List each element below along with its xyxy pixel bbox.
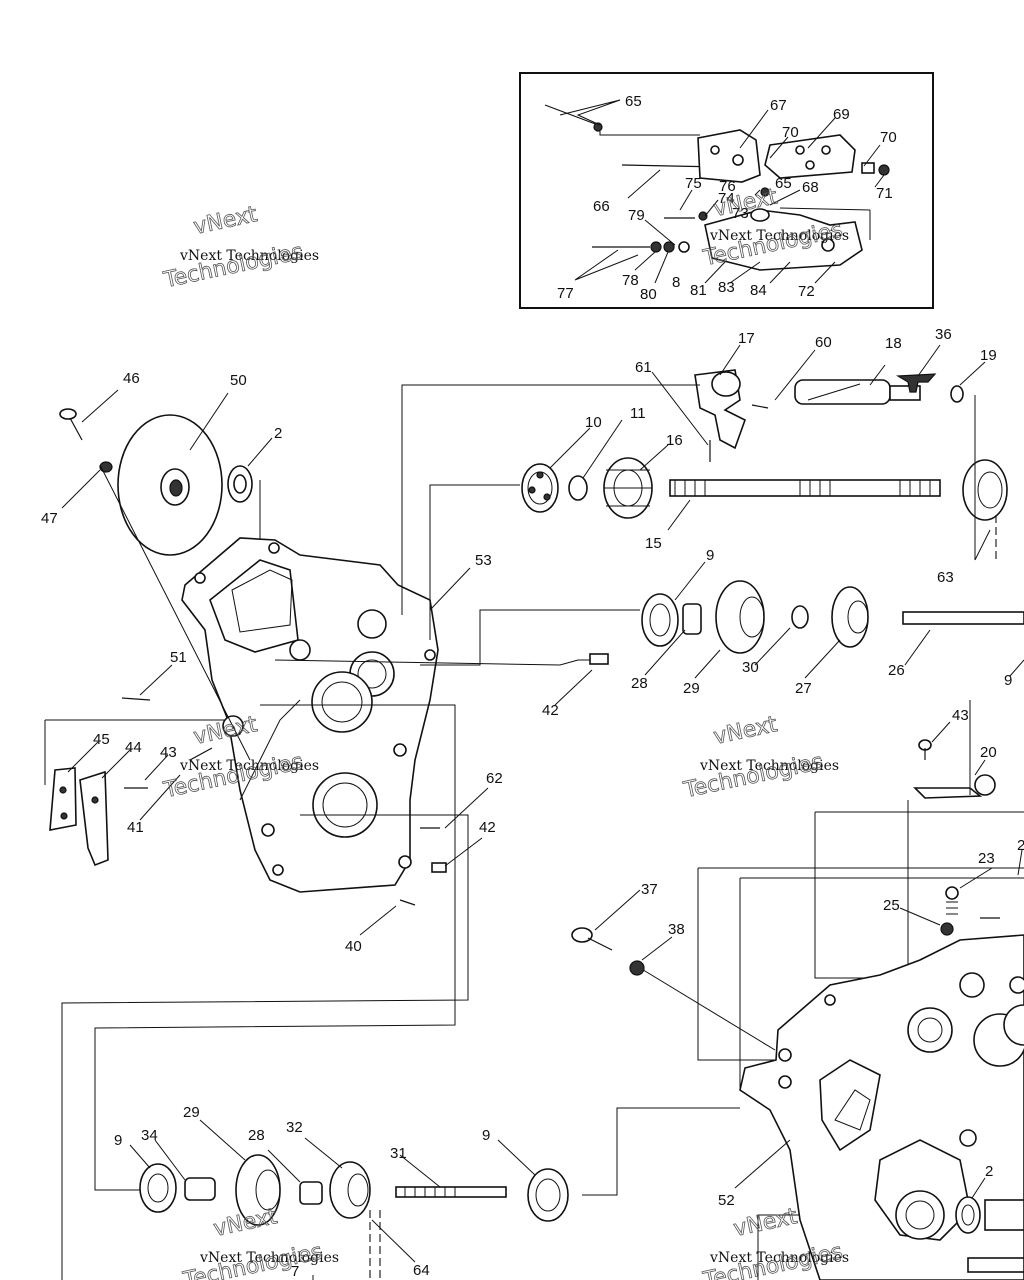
callout-41: 41	[127, 819, 144, 836]
callout-29b: 29	[183, 1104, 200, 1121]
callout-81: 81	[690, 282, 707, 299]
callout-7: 7	[291, 1263, 299, 1280]
inset-detail-box	[519, 72, 934, 309]
callout-19: 19	[980, 347, 997, 364]
callout-46: 46	[123, 370, 140, 387]
callout-36: 36	[935, 326, 952, 343]
bolt-46	[59, 408, 113, 473]
callout-75: 75	[685, 175, 702, 192]
callout-20: 20	[980, 744, 997, 761]
callout-31: 31	[390, 1145, 407, 1162]
callout-10: 10	[585, 414, 602, 431]
bolt-37	[571, 927, 645, 976]
callout-28a: 28	[631, 675, 648, 692]
watermark-small: vNext Technologies	[699, 758, 839, 774]
callout-42a: 42	[542, 702, 559, 719]
callout-34: 34	[141, 1127, 158, 1144]
callout-29a: 29	[683, 680, 700, 697]
callout-18: 18	[885, 335, 902, 352]
callout-38: 38	[668, 921, 685, 938]
watermark-small: vNext Technologies	[179, 248, 319, 264]
callout-52: 52	[718, 1192, 735, 1209]
callout-80: 80	[640, 286, 657, 303]
callout-62: 62	[486, 770, 503, 787]
callout-69: 69	[833, 106, 850, 123]
watermark-small: vNext Technologies	[179, 758, 319, 774]
watermark-outline-top: vNext	[711, 712, 779, 750]
watermark-outline-top: vNext	[191, 202, 259, 240]
callout-66: 66	[593, 198, 610, 215]
cover-plate-50	[117, 414, 223, 556]
callout-25: 25	[883, 897, 900, 914]
callout-43b: 43	[160, 744, 177, 761]
callout-70a: 70	[782, 124, 799, 141]
watermark-outline-top: vNext	[731, 1204, 799, 1242]
callout-45: 45	[93, 731, 110, 748]
callout-16: 16	[666, 432, 683, 449]
callout-9c: 9	[114, 1132, 122, 1149]
callout-11: 11	[630, 405, 646, 422]
callout-79: 79	[628, 207, 645, 224]
callout-65b: 65	[775, 175, 792, 192]
callout-63: 63	[937, 569, 954, 586]
bracket-20	[913, 700, 996, 799]
callout-43a: 43	[952, 707, 969, 724]
leader-lines	[61, 99, 1024, 1263]
callout-74: 74	[718, 190, 735, 207]
callout-65a: 65	[625, 93, 642, 110]
watermark-small: vNext Technologies	[199, 1250, 339, 1266]
callout-73: 73	[732, 205, 749, 222]
callout-8: 8	[672, 274, 680, 291]
callout-70b: 70	[880, 129, 897, 146]
callout-26: 26	[888, 662, 905, 679]
left-case-half	[181, 537, 439, 893]
callout-67: 67	[770, 97, 787, 114]
callout-40: 40	[345, 938, 362, 955]
callout-2c: 2	[985, 1163, 993, 1180]
watermark-small: vNext Technologies	[709, 228, 849, 244]
brackets-44-45	[49, 747, 213, 867]
callout-2b: 2	[1017, 837, 1024, 854]
callout-72: 72	[798, 283, 815, 300]
callout-76: 76	[719, 178, 736, 195]
callout-64: 64	[413, 1262, 430, 1279]
callout-78: 78	[622, 272, 639, 289]
upper-shaft-assembly	[401, 369, 1008, 640]
callout-23: 23	[978, 850, 995, 867]
right-case-half	[739, 934, 1024, 1280]
callout-labels: 65 67 70 69 70 76 65 68 71 75 74 66 79 7…	[41, 93, 1024, 1280]
callout-2a: 2	[274, 425, 282, 442]
callout-37: 37	[641, 881, 658, 898]
callout-51: 51	[170, 649, 187, 666]
callout-53: 53	[475, 552, 492, 569]
callout-15: 15	[645, 535, 662, 552]
callout-28b: 28	[248, 1127, 265, 1144]
callout-61: 61	[635, 359, 652, 376]
callout-71: 71	[876, 185, 893, 202]
callout-77: 77	[557, 285, 574, 302]
callout-9a: 9	[706, 547, 714, 564]
callout-44: 44	[125, 739, 142, 756]
middle-shaft-assembly	[420, 580, 1024, 666]
callout-9b: 9	[1004, 672, 1012, 689]
callout-60: 60	[815, 334, 832, 351]
callout-30: 30	[742, 659, 759, 676]
lower-shaft-assembly	[139, 1154, 569, 1280]
callout-42b: 42	[479, 819, 496, 836]
callout-47: 47	[41, 510, 58, 527]
callout-84: 84	[750, 282, 767, 299]
callout-32: 32	[286, 1119, 303, 1136]
watermark-small: vNext Technologies	[709, 1250, 849, 1266]
callout-83: 83	[718, 279, 735, 296]
callout-27: 27	[795, 680, 812, 697]
callout-17: 17	[738, 330, 755, 347]
watermark-outline-top: vNext	[211, 1204, 279, 1242]
callout-50: 50	[230, 372, 247, 389]
callout-68: 68	[802, 179, 819, 196]
callout-9d: 9	[482, 1127, 490, 1144]
